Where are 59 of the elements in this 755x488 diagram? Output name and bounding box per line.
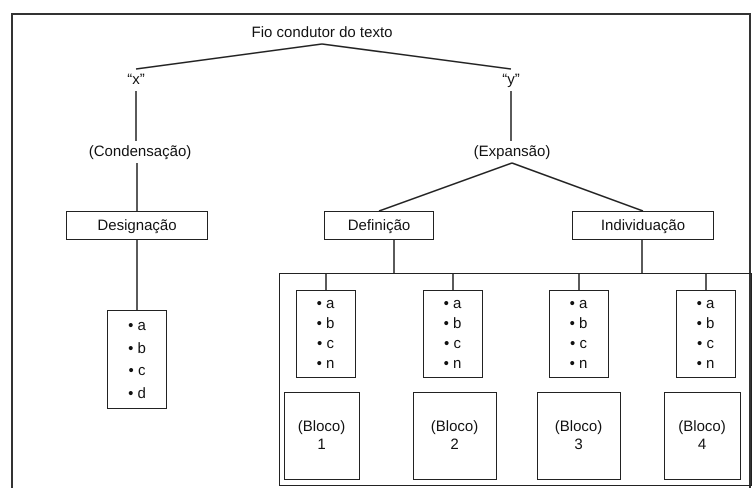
connector-line <box>510 91 512 141</box>
list-item: • n <box>570 356 588 372</box>
block-box <box>412 392 496 480</box>
list-box <box>676 290 736 378</box>
node-label: (Condensação) <box>68 141 212 163</box>
list-item: • a <box>128 318 146 334</box>
block-label: (Bloco) 3 <box>554 418 604 454</box>
block-box <box>664 392 740 480</box>
block-label: (Bloco) 4 <box>677 418 727 454</box>
connector-line <box>393 240 395 273</box>
list-item: • n <box>696 356 714 372</box>
list-item: • a <box>696 296 714 311</box>
box-label: Designação <box>97 216 177 234</box>
connector-line <box>452 273 454 290</box>
list-item: • n <box>316 356 334 372</box>
node-label: “y” <box>501 69 521 91</box>
list-item: • n <box>444 356 462 372</box>
connector-line <box>578 273 580 290</box>
node-label: (Expansão) <box>458 141 566 163</box>
list-item: • b <box>128 340 146 356</box>
list-item: • a <box>444 296 462 311</box>
group-frame <box>279 273 752 486</box>
node-label: “x” <box>126 69 146 91</box>
concept-box <box>66 211 208 240</box>
list-item: • b <box>316 316 334 331</box>
list-item: • c <box>317 336 334 352</box>
list-item: • a <box>570 296 588 311</box>
block-label: (Bloco) 1 <box>296 418 346 454</box>
list-item: • d <box>128 386 146 401</box>
connector-line <box>512 162 644 212</box>
list-item: • b <box>444 316 462 331</box>
connector-line <box>641 240 643 273</box>
block-box <box>536 392 620 480</box>
connector-line <box>135 91 137 141</box>
node-label: Fio condutor do texto <box>232 22 412 44</box>
connector-line <box>378 162 512 212</box>
list-item: • b <box>696 316 714 331</box>
list-item: • c <box>128 363 146 378</box>
connector-line <box>705 273 707 290</box>
list-item: • c <box>570 336 587 352</box>
box-label: Individuação <box>600 216 686 234</box>
concept-box <box>572 211 714 240</box>
connector-line <box>322 43 512 70</box>
list-box <box>548 290 608 378</box>
list-item: • c <box>697 336 714 352</box>
connector-line <box>136 163 138 211</box>
box-label: Definição <box>348 216 410 234</box>
list-item: • a <box>316 296 334 311</box>
list-box <box>422 290 482 378</box>
connector-line <box>136 240 138 310</box>
list-box <box>107 310 167 409</box>
list-item: • b <box>570 316 588 331</box>
connector-line <box>136 43 322 70</box>
block-box <box>284 392 360 480</box>
list-box <box>296 290 356 378</box>
block-label: (Bloco) 2 <box>430 418 480 454</box>
list-item: • c <box>444 336 461 352</box>
connector-line <box>325 273 327 290</box>
concept-box <box>324 211 434 240</box>
